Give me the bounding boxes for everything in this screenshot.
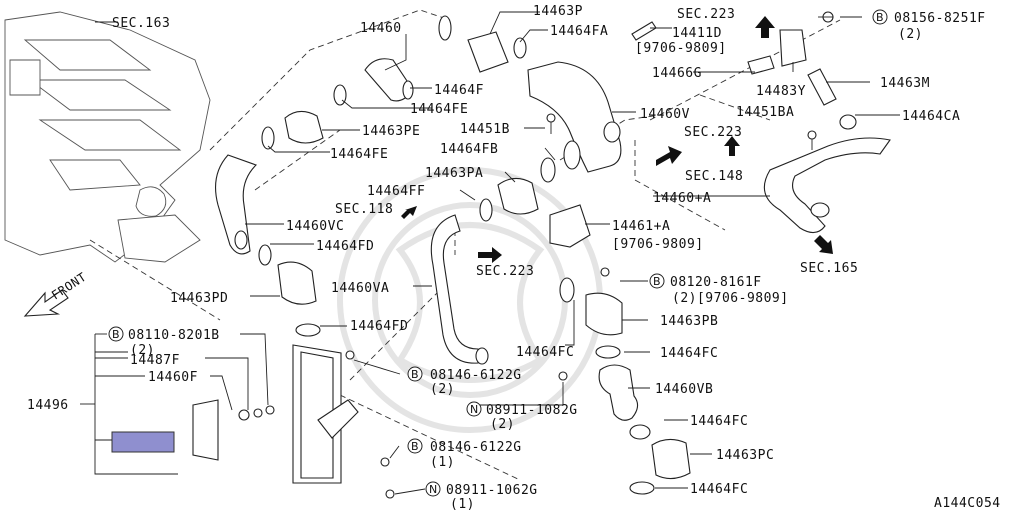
label-14464fc-3: 14464FC: [690, 414, 748, 429]
sleeve-14463pb: [585, 292, 623, 336]
label-sec163: SEC.163: [112, 16, 170, 31]
sensor-14411d: [631, 21, 657, 41]
label-14496: 14496: [27, 398, 69, 413]
bolt-marker-icon: B B B B B: [108, 9, 888, 454]
label-bolt-08156-qty: (2): [898, 27, 923, 42]
label-14464fb: 14464FB: [440, 142, 498, 157]
label-bolt-08146-a: 08146-6122G: [430, 368, 522, 383]
label-nut-08911-b: 08911-1062G: [446, 483, 538, 498]
hose-14460vc: [215, 154, 258, 255]
label-14464fd-1: 14464FD: [316, 239, 374, 254]
label-sec148: SEC.148: [685, 169, 743, 184]
label-14464ca: 14464CA: [902, 109, 960, 124]
svg-text:B: B: [411, 368, 419, 381]
label-sec165: SEC.165: [800, 261, 858, 276]
pipe-14460va: [430, 214, 479, 364]
leader-lines: [80, 11, 900, 495]
label-14464fc-1: 14464FC: [516, 345, 574, 360]
label-14464fc-2: 14464FC: [660, 346, 718, 361]
label-nut-08911-b-qty: (1): [450, 497, 475, 511]
label-14461a-date: [9706-9809]: [612, 237, 704, 252]
svg-text:B: B: [112, 328, 120, 341]
nut-marker-icon: N N: [425, 401, 482, 497]
pipe-14460vb: [598, 364, 639, 421]
valve-14483y: [779, 29, 807, 67]
label-14464fd-2: 14464FD: [350, 319, 408, 334]
label-nut-08911-a: 08911-1082G: [486, 403, 578, 418]
label-14460a: 14460+A: [653, 191, 711, 206]
label-14483y: 14483Y: [756, 84, 806, 99]
label-bolt-08120-qty: (2)[9706-9809]: [672, 291, 789, 306]
intercooler-14496: [192, 344, 359, 484]
label-14461a: 14461+A: [612, 219, 670, 234]
diagram-id: A144C054: [934, 496, 1001, 511]
sleeve-14463p: [467, 31, 509, 73]
label-14460va: 14460VA: [331, 281, 389, 296]
label-nut-08911-a-qty: (2): [490, 417, 515, 432]
pipe-14460v: [527, 61, 622, 173]
label-14464fe-2: 14464FE: [330, 147, 388, 162]
svg-text:B: B: [653, 275, 661, 288]
label-14460: 14460: [360, 21, 402, 36]
label-14464fe-1: 14464FE: [410, 102, 468, 117]
label-14451ba: 14451BA: [736, 105, 794, 120]
label-bolt-08156: 08156-8251F: [894, 11, 986, 26]
label-14451b: 14451B: [460, 122, 510, 137]
label-14464ff: 14464FF: [367, 184, 425, 199]
svg-text:N: N: [429, 483, 437, 496]
label-14411d-date: [9706-9809]: [635, 41, 727, 56]
label-14463pd: 14463PD: [170, 291, 228, 306]
svg-text:B: B: [876, 11, 884, 24]
sleeve-14463pa: [497, 177, 539, 215]
svg-text:N: N: [470, 403, 478, 416]
label-14463pa: 14463PA: [425, 166, 483, 181]
label-sec223-top: SEC.223: [677, 7, 735, 22]
label-14463pe: 14463PE: [362, 124, 420, 139]
label-bolt-08110-qty: (2): [130, 343, 155, 358]
label-bolt-08110: 08110-8201B: [128, 328, 220, 343]
label-bolt-08146-a-qty: (2): [430, 382, 455, 397]
pipe-14460a: [763, 137, 891, 234]
label-14460f: 14460F: [148, 370, 198, 385]
label-bolt-08146-b-qty: (1): [430, 455, 455, 470]
label-14464f: 14464F: [434, 83, 484, 98]
label-bolt-08120: 08120-8161F: [670, 275, 762, 290]
label-14411d: 14411D: [672, 26, 722, 41]
label-sec223-low: SEC.223: [476, 264, 534, 279]
label-14487f: 14487F: [130, 353, 180, 368]
label-14463pc: 14463PC: [716, 448, 774, 463]
label-sec118: SEC.118: [335, 202, 393, 217]
clamp-set: [234, 15, 857, 495]
label-14463m: 14463M: [880, 76, 930, 91]
label-14464fc-4: 14464FC: [690, 482, 748, 497]
label-14460vc: 14460VC: [286, 219, 344, 234]
sleeve-14463pc: [651, 438, 691, 480]
label-14464fa: 14464FA: [550, 24, 608, 39]
label-14460vb: 14460VB: [655, 382, 713, 397]
label-bolt-08146-b: 08146-6122G: [430, 440, 522, 455]
sleeve-14463pe: [284, 110, 324, 144]
sleeve-14463m: [807, 68, 837, 106]
label-14463pb: 14463PB: [660, 314, 718, 329]
label-sec223-mid: SEC.223: [684, 125, 742, 140]
section-arrow-icon: [401, 16, 833, 263]
label-14460v: 14460V: [640, 107, 690, 122]
svg-text:B: B: [411, 440, 419, 453]
front-arrow-icon: [23, 289, 69, 317]
bracket-14461a: [549, 204, 591, 248]
highlighted-part-14496: [111, 431, 175, 453]
engine-block: [4, 11, 211, 263]
label-14466g: 14466G: [652, 66, 702, 81]
label-14463p: 14463P: [533, 4, 583, 19]
sleeve-14463pd: [277, 261, 317, 305]
front-label: FRONT: [49, 270, 89, 303]
